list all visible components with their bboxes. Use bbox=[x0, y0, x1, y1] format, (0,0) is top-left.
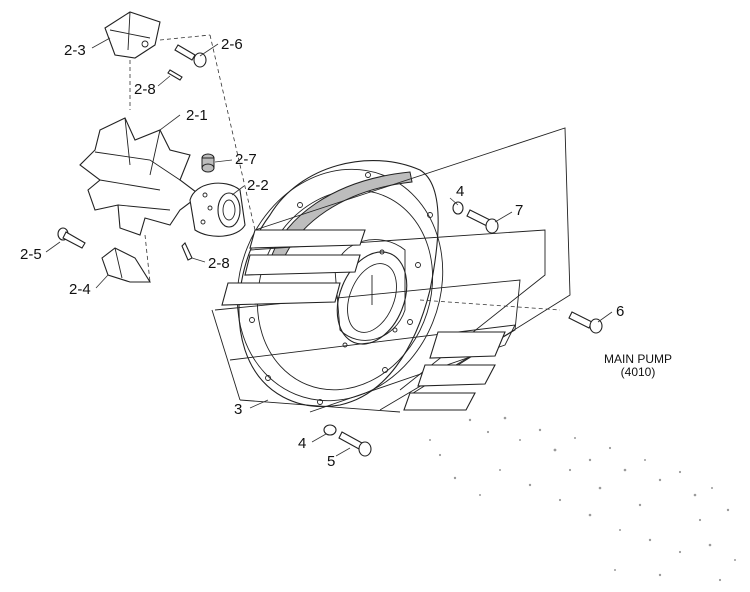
wedge-block bbox=[101, 247, 151, 283]
callout-6: 6 bbox=[616, 303, 624, 320]
main-pump-speckle bbox=[429, 416, 736, 582]
callout-2-5: 2-5 bbox=[20, 246, 42, 263]
washer-4-bottom bbox=[323, 424, 337, 436]
projection-planes bbox=[211, 127, 571, 413]
leader-lines bbox=[45, 34, 613, 457]
callout-2-4: 2-4 bbox=[69, 281, 91, 298]
washer-4-top bbox=[452, 201, 464, 215]
bolt-2-5 bbox=[57, 227, 86, 249]
callout-4-bottom: 4 bbox=[298, 435, 306, 452]
callout-labels: 2-3 2-6 2-8 2-1 2-7 2-2 2-5 2-8 2-4 4 7 … bbox=[20, 36, 624, 470]
callout-2-1: 2-1 bbox=[186, 107, 208, 124]
callout-2-2: 2-2 bbox=[247, 177, 269, 194]
main-pump-note: MAIN PUMP (4010) bbox=[604, 352, 672, 379]
clamp-block bbox=[104, 11, 161, 59]
callout-2-8-top: 2-8 bbox=[134, 81, 156, 98]
bolt-5 bbox=[338, 431, 372, 457]
callout-2-7: 2-7 bbox=[235, 151, 257, 168]
callout-4-top: 4 bbox=[456, 183, 464, 200]
fasteners bbox=[57, 44, 603, 457]
callout-5: 5 bbox=[327, 453, 335, 470]
callout-2-8-mid: 2-8 bbox=[208, 255, 230, 272]
coupling-hub bbox=[189, 182, 246, 237]
pin-2-8-mid bbox=[181, 242, 193, 261]
coupling-element bbox=[79, 117, 201, 236]
callout-3: 3 bbox=[234, 401, 242, 418]
set-screw-2-7 bbox=[201, 153, 215, 173]
callout-2-3: 2-3 bbox=[64, 42, 86, 59]
pin-2-8-top bbox=[167, 69, 183, 81]
callout-7: 7 bbox=[515, 202, 523, 219]
main-pump-label: MAIN PUMP bbox=[604, 352, 672, 366]
bolt-7 bbox=[466, 209, 499, 234]
callout-2-6: 2-6 bbox=[221, 36, 243, 53]
bolt-6 bbox=[568, 311, 603, 334]
main-pump-code: (4010) bbox=[621, 365, 656, 379]
bolt-2-6 bbox=[174, 44, 207, 68]
